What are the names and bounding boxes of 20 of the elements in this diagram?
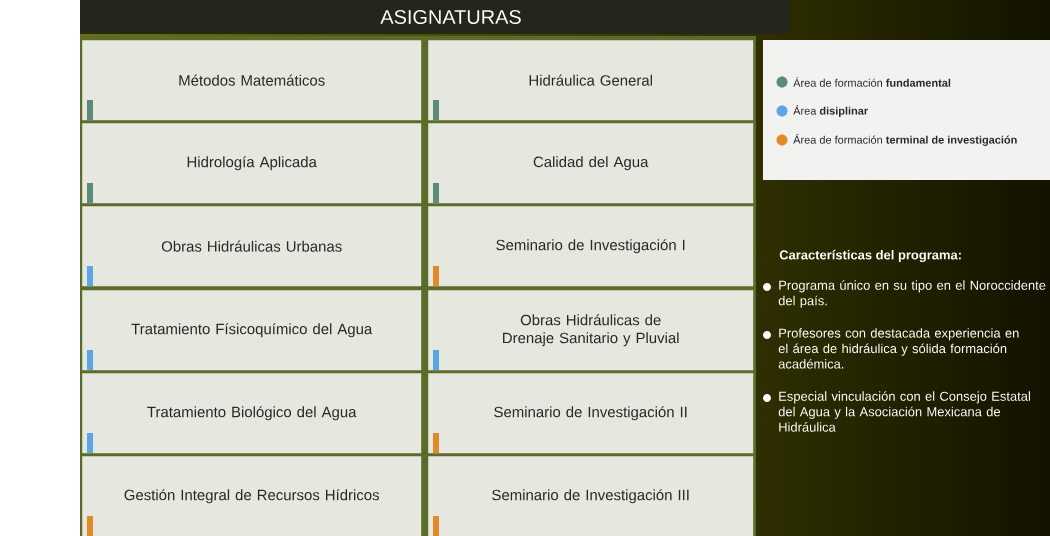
course-box: Tratamiento Biológico del Agua	[82, 373, 422, 454]
legend-text: Área disiplinar	[793, 105, 868, 117]
bullet-text: Programa único en su tipo en el Noroccidente del país.	[778, 280, 1046, 308]
legend-text: Área de formación terminal de investigación	[793, 134, 1017, 146]
course-box: Seminario de Investigación III	[428, 456, 754, 536]
section-heading: Características del programa:	[779, 249, 961, 263]
course-box: Tratamiento Físicoquímico del Agua	[82, 290, 422, 371]
course-box: Métodos Matemáticos	[82, 40, 422, 121]
legend-text: Área de formación fundamental	[793, 77, 951, 87]
bullet-text: Especial vinculación con el Consejo Estatal del Agua y la Asociación Mexicana de Hidráulica	[778, 391, 1030, 432]
title-band: ASIGNATURAS	[80, 0, 790, 34]
course-box: Obras Hidráulicas de Drenaje Sanitario y Pluvial	[428, 290, 754, 371]
course-box: Gestión Integral de Recursos Hídricos	[82, 456, 422, 536]
course-box: Hidrología Aplicada	[82, 123, 422, 204]
bullet-text: Profesores con destacada experiencia en el área de hidráulica y sólida formación académica.	[778, 328, 1019, 369]
course-box: Seminario de Investigación II	[428, 373, 754, 454]
course-box: Calidad del Agua	[428, 123, 754, 204]
course-box: Obras Hidráulicas Urbanas	[82, 206, 422, 287]
course-box: Seminario de Investigación I	[428, 206, 754, 287]
course-box: Hidráulica General	[428, 40, 754, 121]
